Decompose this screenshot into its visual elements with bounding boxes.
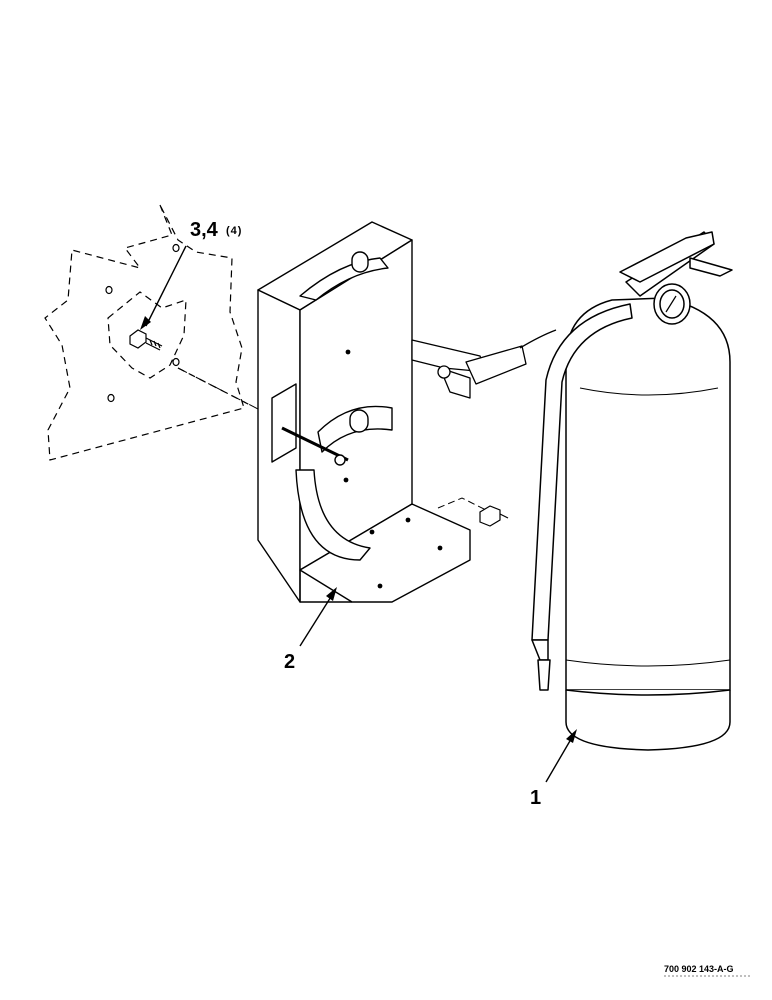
drawing-reference-number: 700 902 143-A-G [664, 964, 734, 974]
mounting-holes [105, 243, 180, 403]
callout-bracket: 2 [284, 587, 337, 673]
callout-fasteners: 3,4 (4) [140, 219, 242, 330]
nut-alignment-line [437, 497, 491, 513]
hex-nut [479, 505, 509, 527]
hose-hanger-linkage [411, 329, 557, 399]
mounting-surface-phantom [44, 204, 251, 461]
mounting-bolt [129, 329, 163, 351]
bracket-holes [343, 349, 443, 589]
callout-3-4: 3,4 [190, 219, 219, 241]
extinguisher-bracket [257, 221, 471, 603]
callout-extinguisher: 1 [530, 729, 577, 809]
fire-extinguisher [531, 231, 733, 751]
callout-2: 2 [284, 651, 295, 673]
callout-3-4-qty: (4) [226, 225, 242, 237]
alignment-line [177, 367, 261, 411]
callout-1: 1 [530, 787, 541, 809]
